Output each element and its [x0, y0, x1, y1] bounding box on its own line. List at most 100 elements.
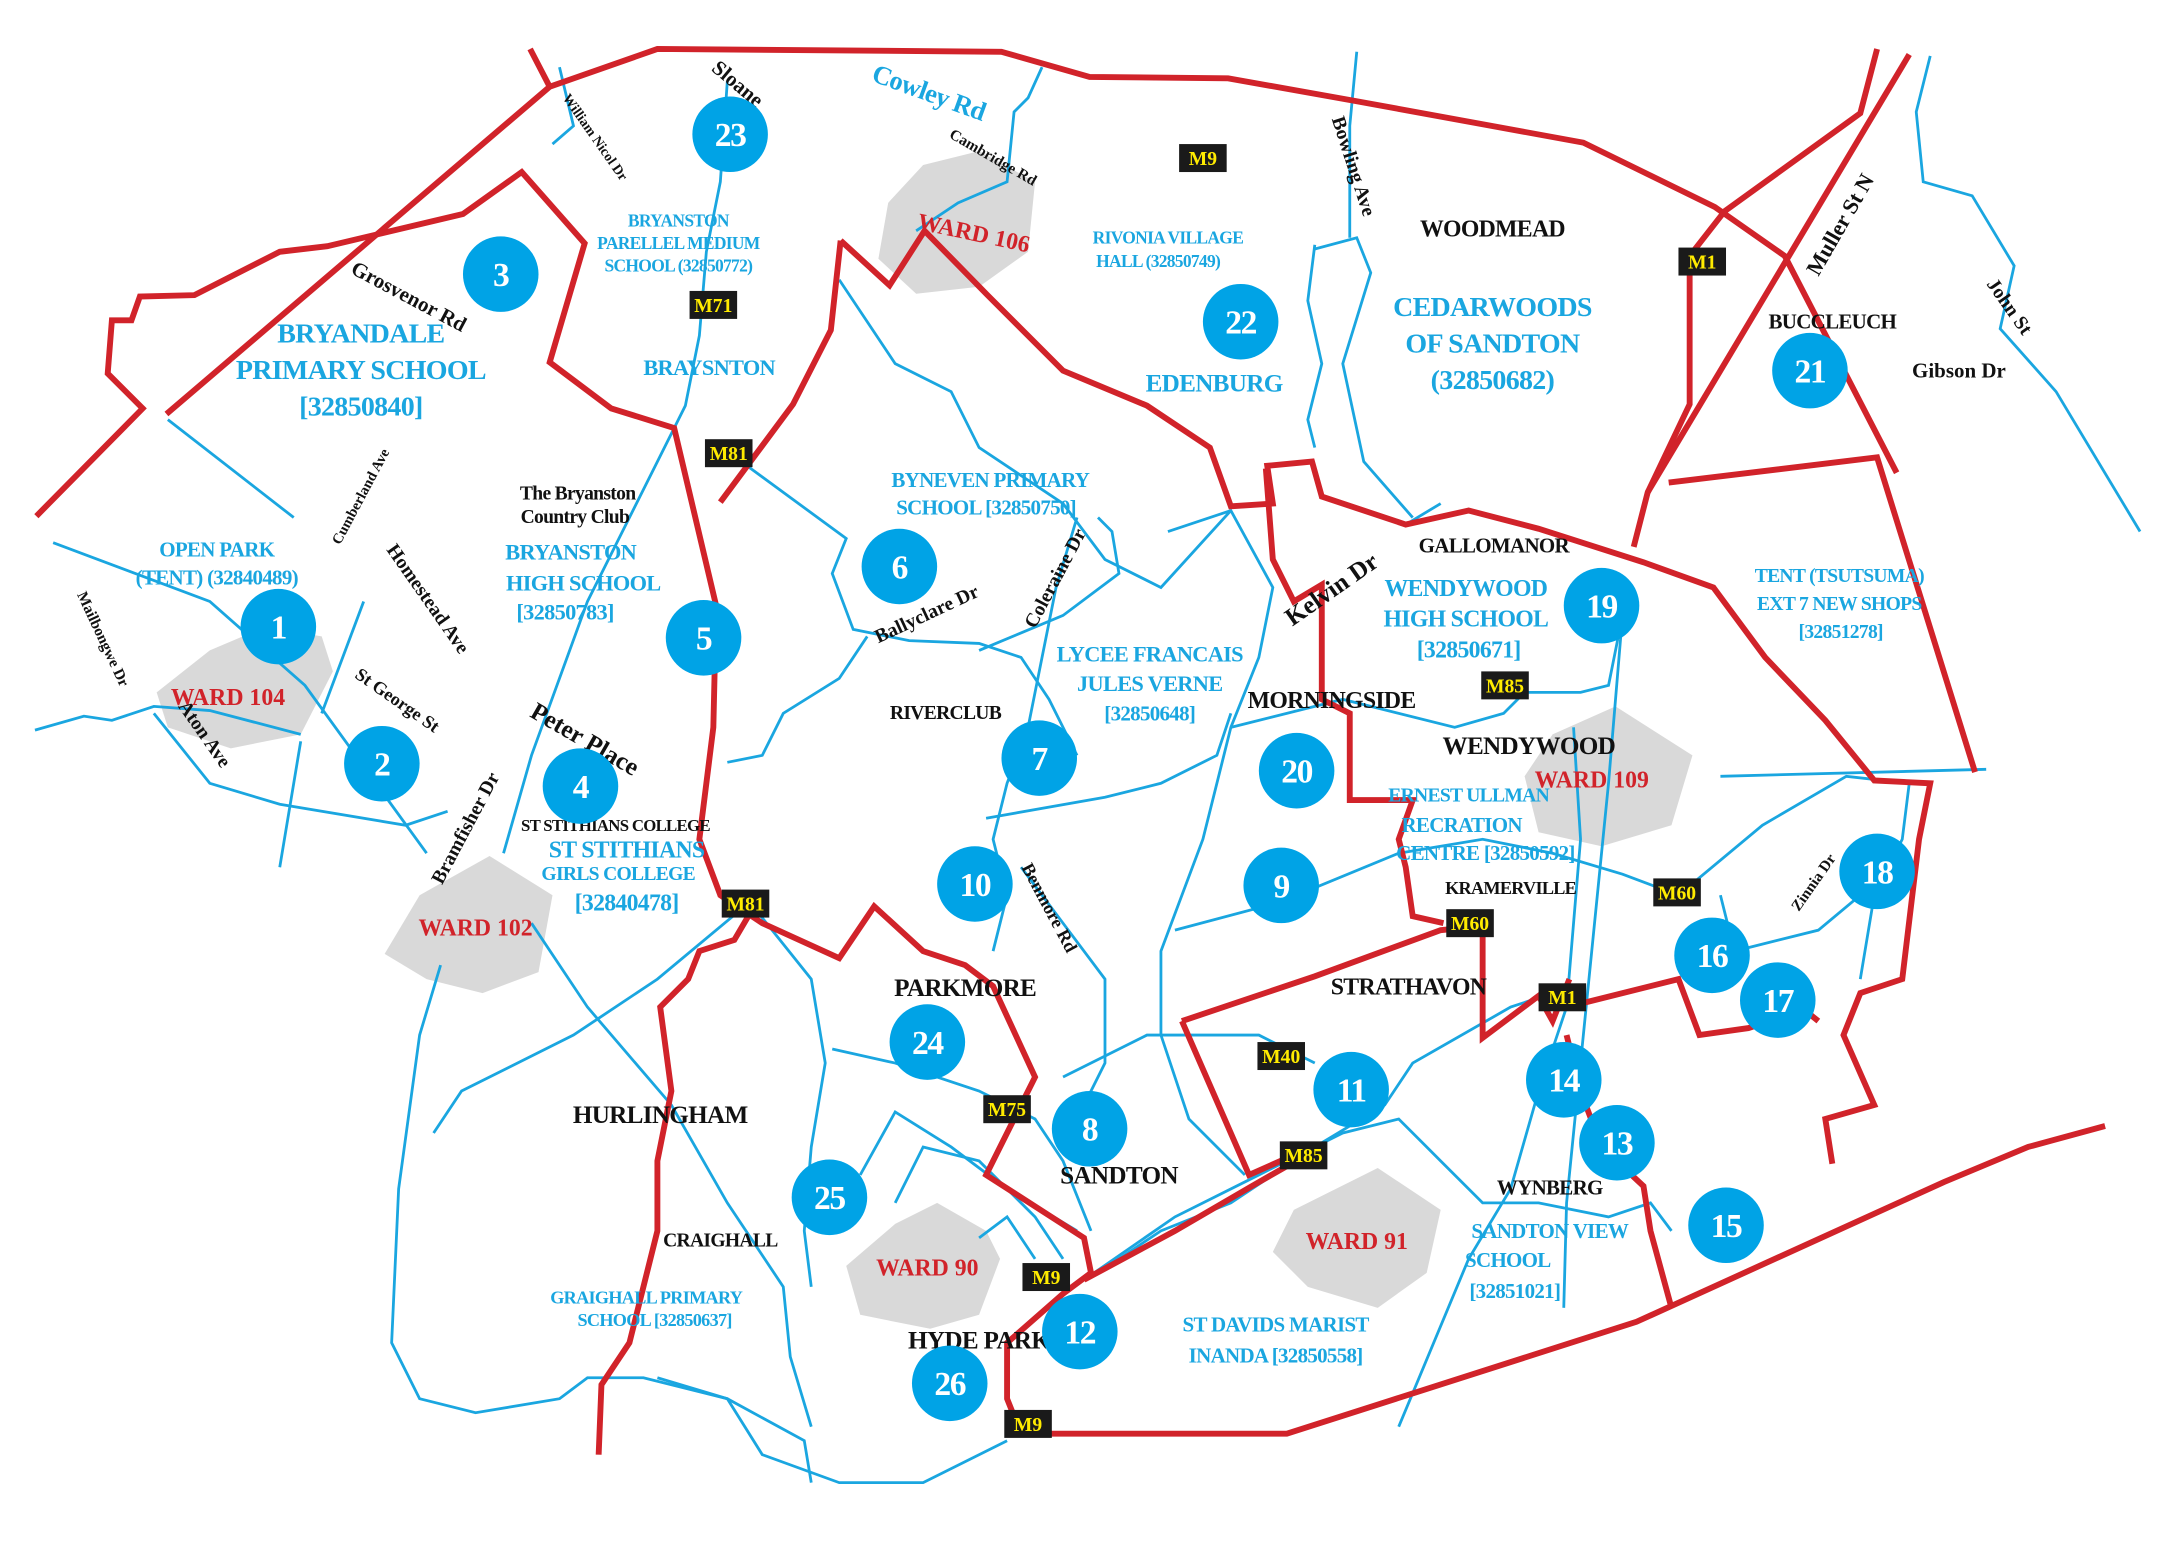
venue-line: CEDARWOODS	[1393, 292, 1592, 323]
ward-91-area	[1272, 1167, 1441, 1308]
route-number: M60	[1451, 914, 1489, 935]
venue-line: SCHOOL [32850750]	[896, 496, 1076, 520]
route-shield: M9	[1022, 1263, 1071, 1292]
numbered-marker: 7	[1001, 720, 1078, 796]
marker-circle	[1042, 1293, 1118, 1370]
numbered-marker: 3	[462, 236, 539, 312]
venue-line: PARELLEL MEDIUM	[597, 233, 760, 253]
marker-number: 15	[1711, 1208, 1742, 1245]
area-label: STRATHAVON	[1331, 974, 1487, 1000]
venue-line: SCHOOL (32850772)	[604, 255, 753, 275]
area-label: CRAIGHALL	[663, 1230, 778, 1251]
street-label: Muller St N	[1801, 169, 1879, 279]
venue-line: BRYANDALE	[277, 319, 444, 350]
route-number: M40	[1262, 1047, 1300, 1068]
route-number: M85	[1285, 1146, 1323, 1167]
marker-circle	[1313, 1051, 1389, 1128]
marker-number: 21	[1795, 354, 1826, 391]
marker-circle	[1202, 283, 1279, 360]
street-label: Benmore Rd	[1018, 860, 1082, 956]
ward-90-area	[846, 1202, 1001, 1329]
venue-line: ST STITHIANS	[549, 837, 705, 863]
street-label: St George St	[352, 664, 444, 737]
ward-label: WARD 109	[1535, 767, 1649, 793]
marker-number: 20	[1281, 754, 1312, 791]
numbered-marker: 26	[911, 1345, 988, 1422]
venue-line: EXT 7 NEW SHOPS	[1757, 594, 1922, 615]
marker-number: 8	[1082, 1112, 1098, 1149]
route-number: M1	[1688, 252, 1716, 273]
route-shield-box	[1678, 247, 1727, 276]
route-shield-box	[704, 439, 753, 468]
marker-number: 19	[1586, 589, 1617, 626]
numbered-marker: 8	[1051, 1091, 1128, 1167]
marker-circle	[861, 528, 938, 605]
route-shield: M75	[983, 1095, 1031, 1124]
area-label: HYDE PARK	[908, 1327, 1051, 1354]
route-shield: M1	[1538, 983, 1587, 1012]
venue-line: WENDYWOOD	[1384, 576, 1547, 602]
numbered-marker: 22	[1202, 283, 1279, 360]
numbered-marker: 12	[1042, 1293, 1118, 1370]
area-label: WOODMEAD	[1420, 216, 1565, 242]
marker-circle	[1579, 1105, 1655, 1181]
area-labels: WOODMEAD BUCCLEUCH GALLOMANOR MORNINGSID…	[520, 216, 1897, 1354]
venue-labels: BRYANDALE PRIMARY SCHOOL [32850840] BRYA…	[136, 211, 1925, 1368]
venue-line: BRYANSTON	[628, 211, 730, 231]
marker-number: 18	[1862, 854, 1893, 891]
street-label: Cowley Rd	[868, 58, 990, 127]
area-label: KRAMERVILLE	[1445, 878, 1577, 898]
street-label: Kelvin Dr	[1280, 548, 1383, 631]
venue-line: JULES VERNE	[1077, 671, 1222, 696]
route-shield-box	[689, 290, 738, 319]
marker-circle	[1243, 847, 1319, 924]
route-shield: M85	[1279, 1141, 1328, 1170]
venue-line: [32850648]	[1104, 701, 1195, 725]
marker-number: 9	[1274, 868, 1290, 905]
route-shield-box	[1446, 909, 1494, 938]
marker-circle	[889, 1004, 966, 1080]
route-shield: M81	[721, 889, 770, 918]
marker-circle	[1051, 1091, 1128, 1167]
numbered-marker: 15	[1688, 1187, 1764, 1264]
marker-circle	[1258, 732, 1335, 809]
area-label: MORNINGSIDE	[1248, 688, 1416, 714]
route-shield-box	[1481, 671, 1529, 700]
marker-number: 1	[271, 610, 287, 647]
numbered-marker: 5	[665, 600, 742, 676]
venue-line: HIGH SCHOOL	[1384, 607, 1549, 633]
marker-circle	[1001, 720, 1078, 796]
marker-circle	[692, 96, 768, 173]
marker-number: 23	[715, 117, 746, 154]
markers: 1234567891011121314151617181920212223242…	[240, 96, 1915, 1422]
street-label: William Nicol Dr	[559, 92, 630, 184]
venue-line: (TENT) (32840489)	[136, 566, 299, 590]
ward-boundaries	[34, 46, 2106, 1455]
marker-number: 16	[1697, 938, 1728, 975]
numbered-marker: 20	[1258, 732, 1335, 809]
numbered-marker: 23	[692, 96, 768, 173]
route-shield-box	[1653, 878, 1701, 907]
route-shield: M81	[704, 439, 753, 468]
venue-line: BRYANSTON	[505, 539, 636, 564]
marker-number: 5	[696, 621, 712, 658]
numbered-marker: 2	[344, 725, 420, 802]
numbered-marker: 4	[542, 748, 619, 824]
venue-line: BYNEVEN PRIMARY	[891, 468, 1089, 492]
venue-line: [32840478]	[575, 891, 679, 917]
venue-line: SCHOOL	[1465, 1248, 1551, 1272]
marker-circle	[1772, 332, 1848, 409]
marker-circle	[1688, 1187, 1764, 1264]
street-label: Zinnia Dr	[1788, 851, 1840, 914]
marker-circle	[462, 236, 539, 312]
route-number: M1	[1548, 988, 1576, 1009]
marker-number: 7	[1032, 741, 1048, 778]
numbered-marker: 19	[1563, 567, 1640, 644]
route-shield: M60	[1446, 909, 1494, 938]
area-label: PARKMORE	[894, 975, 1036, 1002]
marker-number: 6	[892, 549, 908, 586]
ward-102-area	[384, 856, 553, 994]
venue-line: TENT (TSUTSUMA)	[1755, 566, 1924, 587]
numbered-marker: 24	[889, 1004, 966, 1080]
